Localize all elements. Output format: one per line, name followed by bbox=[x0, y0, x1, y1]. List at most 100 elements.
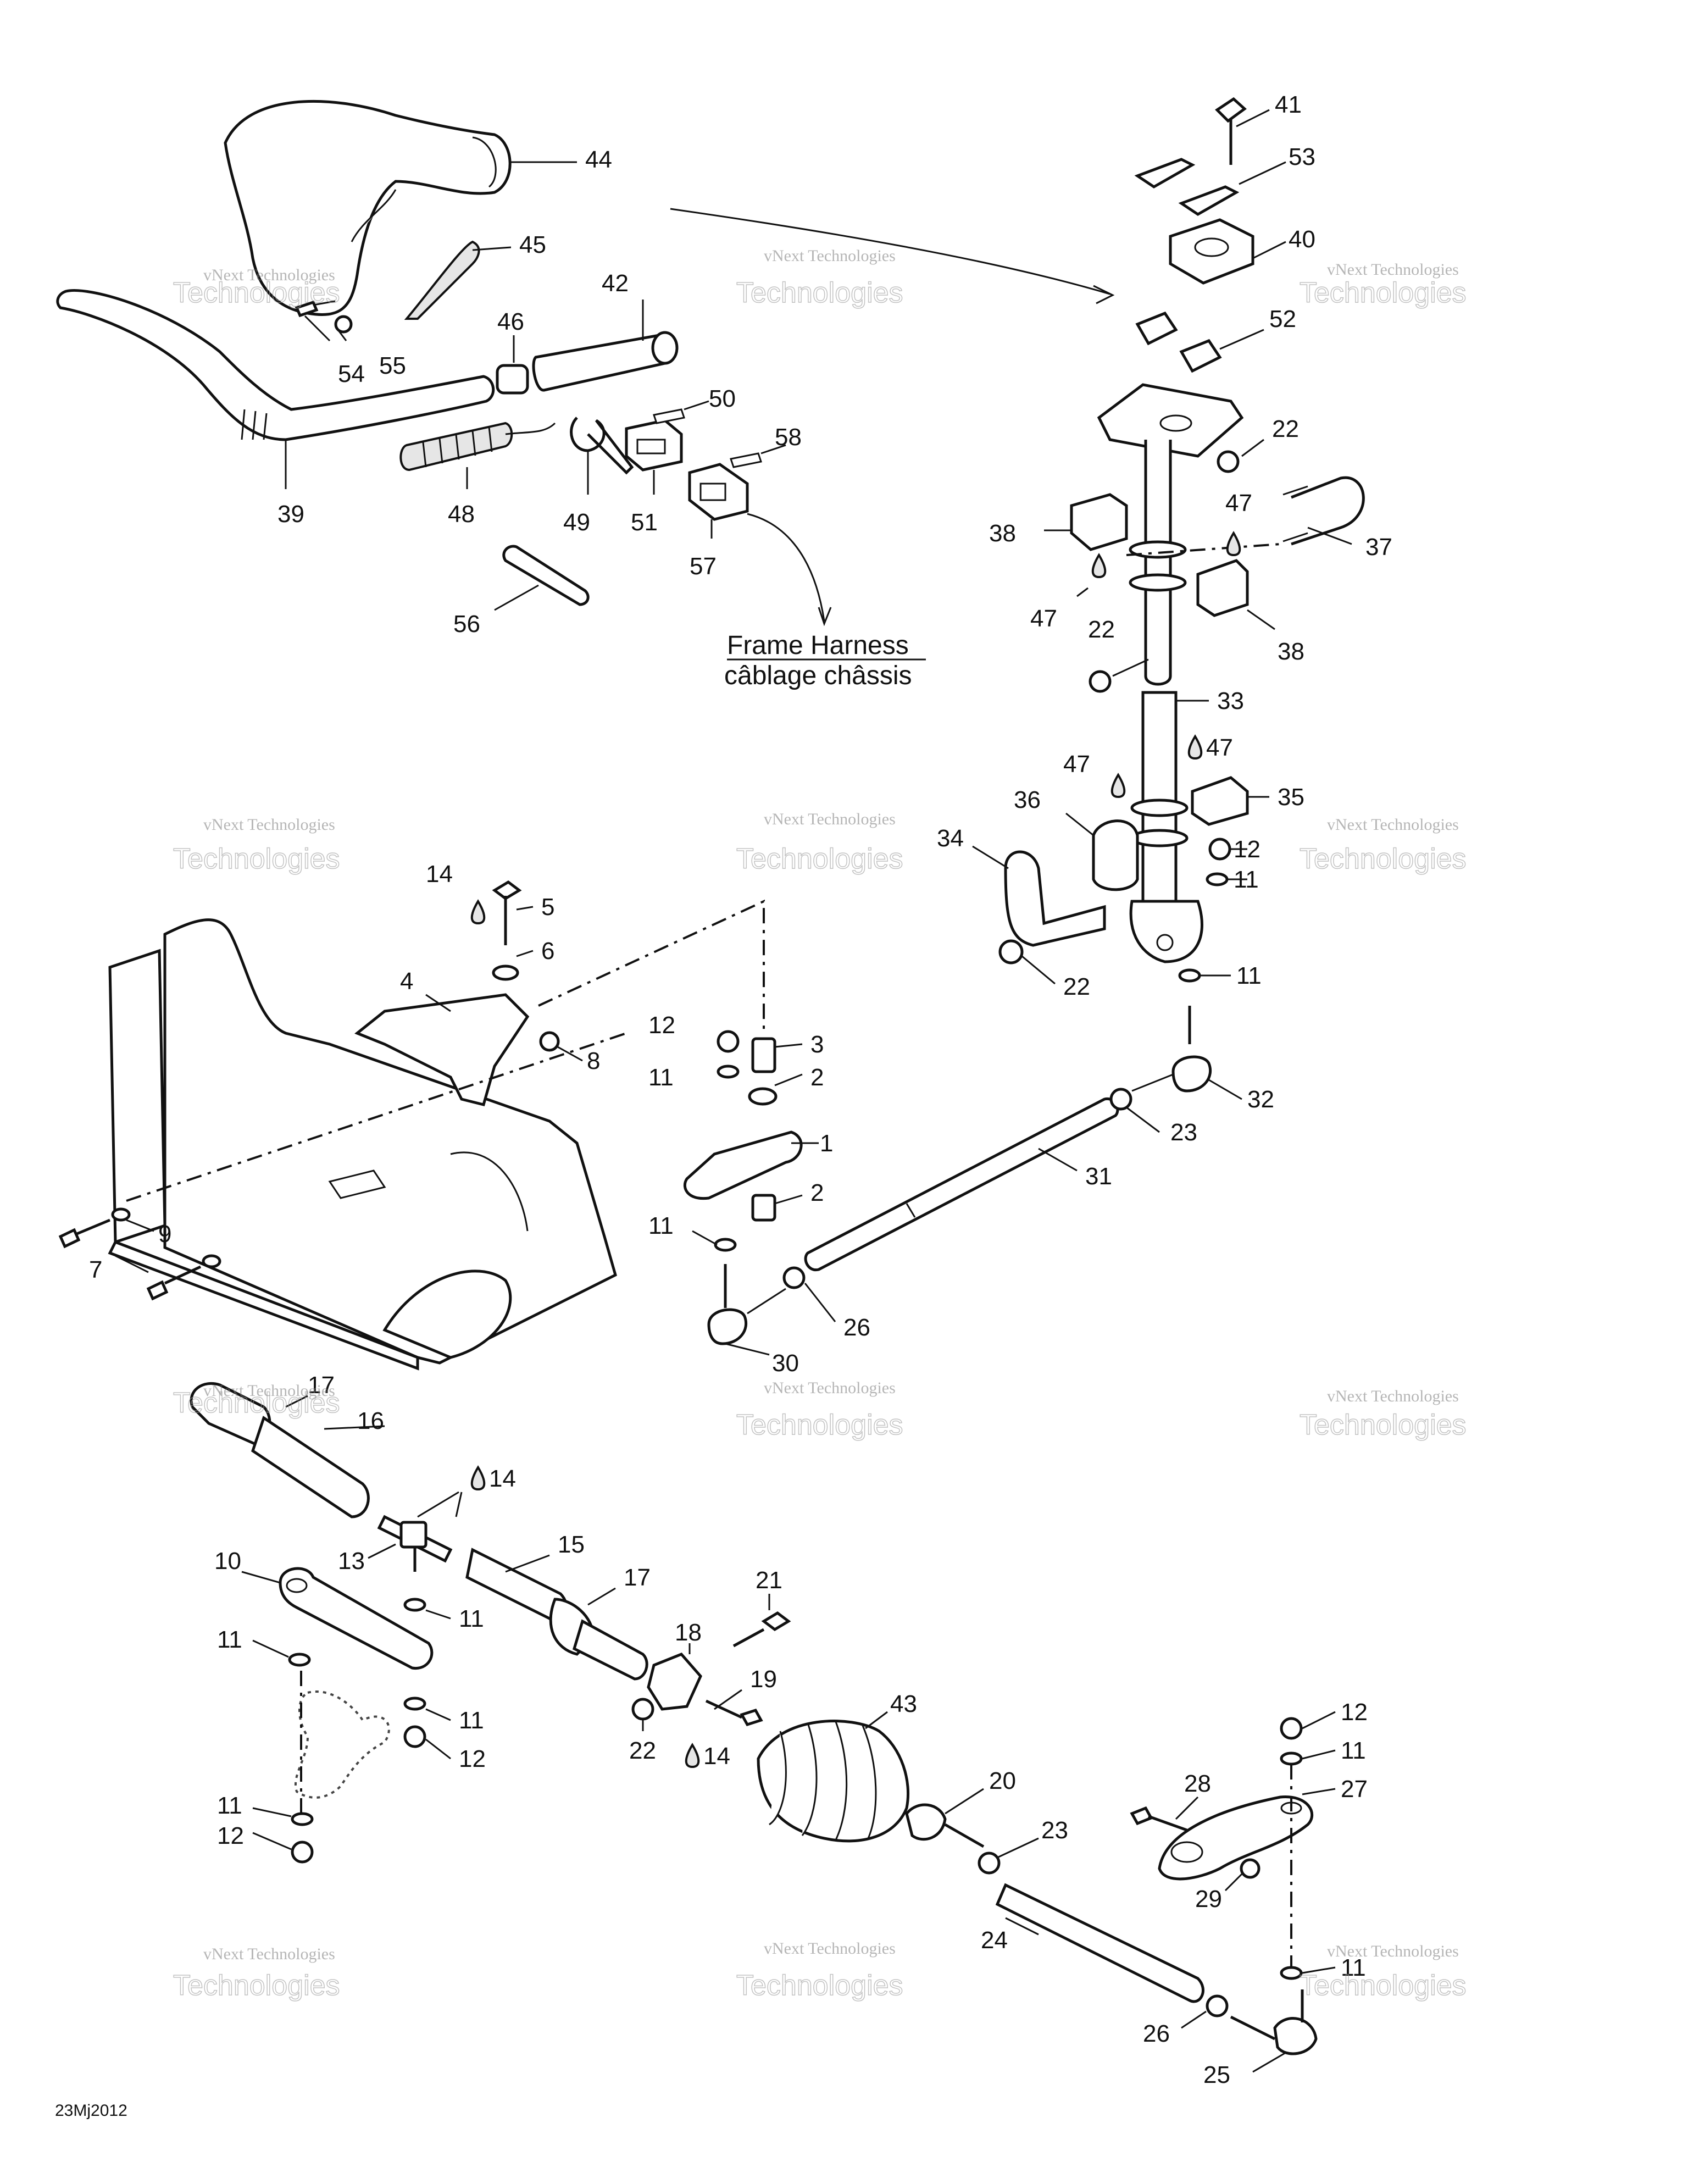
callout-12a: 12 bbox=[648, 1012, 675, 1039]
grip-ring bbox=[496, 364, 529, 395]
watermark-line1: vNext Technologies bbox=[203, 1945, 335, 1963]
watermark-line1: vNext Technologies bbox=[203, 266, 335, 284]
frame-harness-label-fr: câblage châssis bbox=[724, 661, 912, 690]
callout-11j: 11 bbox=[1341, 1954, 1366, 1981]
watermark-line1: vNext Technologies bbox=[203, 1382, 335, 1400]
washer-11-arm-left bbox=[288, 1653, 311, 1667]
pad-mount-arrow-head bbox=[1093, 285, 1115, 304]
pad-strap bbox=[404, 240, 480, 320]
sleeve bbox=[502, 545, 590, 606]
watermark-line1: vNext Technologies bbox=[764, 810, 896, 828]
bracket-4 bbox=[354, 993, 530, 1107]
jam-nut-23-lower bbox=[978, 1852, 1001, 1875]
bushing-half-38-lower bbox=[1196, 559, 1249, 617]
watermark-line1: vNext Technologies bbox=[203, 816, 335, 834]
callout-14b: 14 bbox=[489, 1465, 516, 1492]
callout-6: 6 bbox=[541, 938, 554, 964]
callout-11h: 11 bbox=[217, 1792, 242, 1819]
callout-43: 43 bbox=[890, 1690, 917, 1717]
nut-22-upper bbox=[1217, 450, 1240, 473]
callout-44: 44 bbox=[585, 146, 612, 173]
callout-57: 57 bbox=[690, 553, 717, 580]
assembly-line-u-bolt bbox=[1126, 543, 1281, 556]
watermark-line2: Technologies bbox=[736, 1970, 903, 2002]
nut-12-arm bbox=[403, 1725, 426, 1748]
callout-31: 31 bbox=[1085, 1163, 1112, 1190]
callout-11g: 11 bbox=[459, 1707, 484, 1734]
callout-52: 52 bbox=[1269, 306, 1296, 332]
handlebar bbox=[56, 289, 495, 441]
callout-13: 13 bbox=[338, 1548, 365, 1575]
upper-ball-joint bbox=[1131, 1006, 1212, 1093]
callout-47d: 47 bbox=[1063, 751, 1090, 778]
callout-1: 1 bbox=[820, 1130, 833, 1157]
callout-9: 9 bbox=[158, 1221, 171, 1248]
callout-35: 35 bbox=[1278, 784, 1304, 811]
bolt-21 bbox=[732, 1611, 791, 1648]
callout-25: 25 bbox=[1203, 2061, 1230, 2088]
callout-39: 39 bbox=[277, 501, 304, 528]
frame-bolt-lower bbox=[146, 1254, 221, 1301]
adjuster-13 bbox=[377, 1515, 453, 1572]
bolt-5-washer-6 bbox=[492, 880, 522, 981]
callout-11i: 11 bbox=[1341, 1737, 1366, 1764]
pad-screw-and-nut bbox=[295, 300, 353, 334]
nut-12-column bbox=[1208, 838, 1231, 861]
steering-arm-ghost bbox=[295, 1690, 390, 1799]
callout-14c: 14 bbox=[703, 1743, 730, 1770]
callout-16: 16 bbox=[357, 1407, 384, 1434]
watermark-line1: vNext Technologies bbox=[1327, 1942, 1459, 1960]
watermark-line2: Technologies bbox=[173, 1970, 340, 2002]
steering-shaft-16 bbox=[190, 1382, 370, 1518]
callout-50: 50 bbox=[709, 385, 736, 412]
callout-3: 3 bbox=[810, 1031, 824, 1058]
callout-7: 7 bbox=[89, 1256, 102, 1283]
washer-11-arm-27-upper bbox=[1280, 1751, 1303, 1766]
watermark-line2: Technologies bbox=[736, 843, 903, 875]
callout-2b: 2 bbox=[810, 1179, 824, 1206]
callout-24: 24 bbox=[981, 1927, 1008, 1954]
left-grip bbox=[532, 331, 679, 392]
watermark-line1: vNext Technologies bbox=[1327, 816, 1459, 834]
callout-23b: 23 bbox=[1041, 1817, 1068, 1844]
watermark-line2: Technologies bbox=[173, 1387, 340, 1419]
watermark-line2: Technologies bbox=[1300, 843, 1467, 875]
callout-15: 15 bbox=[558, 1531, 585, 1558]
watermark-line1: vNext Technologies bbox=[1327, 1387, 1459, 1405]
assembly-line-frame bbox=[126, 1032, 627, 1202]
callout-51: 51 bbox=[631, 509, 658, 536]
callout-56: 56 bbox=[453, 611, 480, 638]
lubricant-drop-47-d bbox=[1110, 773, 1126, 799]
nut-8 bbox=[539, 1031, 560, 1052]
frame-harness-label-en: Frame Harness bbox=[727, 631, 909, 660]
bolt-28 bbox=[1130, 1806, 1187, 1832]
callout-10: 10 bbox=[214, 1548, 241, 1575]
tie-rod-31 bbox=[804, 1097, 1119, 1272]
nut-12-pivot bbox=[717, 1030, 740, 1053]
callout-11e: 11 bbox=[217, 1626, 242, 1653]
watermark-line1: vNext Technologies bbox=[764, 1939, 896, 1958]
callout-27: 27 bbox=[1341, 1776, 1368, 1803]
handlebar-pad bbox=[224, 99, 512, 316]
jam-nut-26-upper bbox=[782, 1266, 806, 1289]
steering-arm-10 bbox=[279, 1567, 434, 1670]
steering-shaft-15 bbox=[465, 1548, 648, 1681]
watermark-line2: Technologies bbox=[736, 1409, 903, 1441]
callout-54: 54 bbox=[338, 361, 365, 387]
callout-11a: 11 bbox=[648, 1064, 674, 1091]
frame-harness-label: Frame Harness câblage châssis bbox=[724, 631, 926, 690]
figure-code: 23Mj2012 bbox=[55, 2102, 127, 2120]
lubricant-drop-14-mid bbox=[470, 1465, 486, 1491]
nut-29 bbox=[1240, 1858, 1261, 1879]
callout-30: 30 bbox=[772, 1350, 799, 1377]
callout-22c: 22 bbox=[1063, 973, 1090, 1000]
frame-bolt-upper bbox=[58, 1207, 131, 1249]
callout-5: 5 bbox=[541, 894, 554, 921]
steering-column-top-hardware bbox=[1097, 97, 1254, 458]
callout-55: 55 bbox=[379, 352, 406, 379]
callout-42: 42 bbox=[602, 270, 629, 297]
nut-22-mid bbox=[1089, 670, 1112, 693]
lubricant-drop-14-lower bbox=[685, 1743, 700, 1769]
callout-22a: 22 bbox=[1272, 415, 1299, 442]
